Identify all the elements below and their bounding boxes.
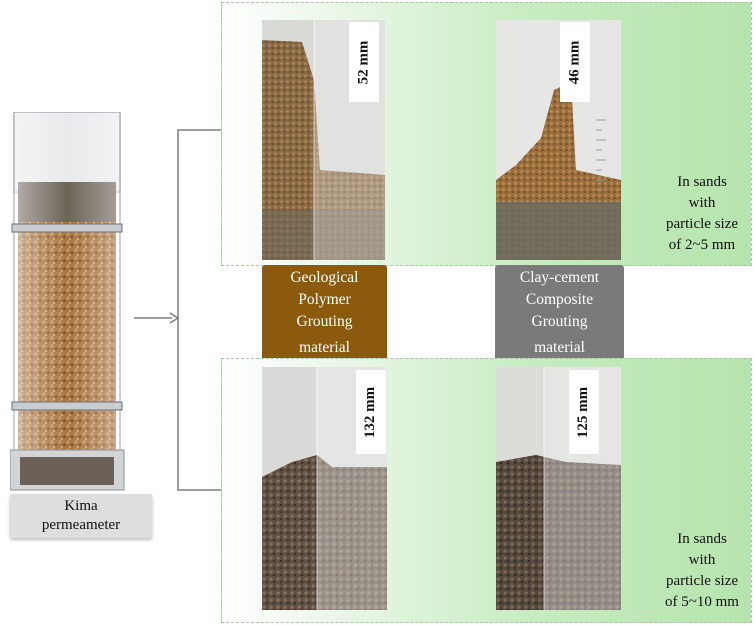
small-sand-note-line3: particle size	[665, 216, 739, 232]
cc-material-line3: Grouting	[531, 313, 588, 330]
large-sand-note-line2: with	[688, 552, 716, 568]
photo-cc-small-sand	[496, 20, 621, 260]
cc-material-line4: material	[534, 339, 585, 356]
gp-material-line3: Grouting	[296, 313, 353, 330]
gp-small-sand-scale-label: 52 mm	[349, 22, 379, 102]
large-sand-note-line3: particle size	[665, 573, 739, 589]
gp-small-sand-value: 52 mm	[355, 40, 372, 84]
large-sand-note-line1: In sands	[677, 531, 727, 547]
small-sand-note: In sands with particle size of 2~5 mm	[654, 172, 750, 256]
cc-large-sand-scale-label: 125 mm	[569, 370, 599, 454]
small-sand-note-line2: with	[688, 195, 716, 211]
permeameter-label: Kima permeameter	[10, 494, 152, 538]
permeameter-label-line1: Kima	[64, 498, 98, 514]
permeameter-photo	[9, 111, 128, 492]
cc-large-sand-value: 125 mm	[575, 386, 592, 438]
large-sand-note-line4: of 5~10 mm	[665, 594, 739, 610]
material-clay-cement: Clay-cement Composite Grouting material	[495, 265, 624, 361]
cc-small-sand-scale-label: 46 mm	[560, 22, 590, 102]
material-geological-polymer: Geological Polymer Grouting material	[262, 265, 387, 361]
large-sand-note: In sands with particle size of 5~10 mm	[654, 529, 750, 613]
cc-material-line2: Composite	[525, 291, 594, 308]
connector-bracket	[134, 128, 226, 494]
small-sand-note-line1: In sands	[677, 174, 727, 190]
gp-material-line1: Geological	[290, 269, 359, 286]
gp-large-sand-scale-label: 132 mm	[356, 370, 386, 454]
gp-material-line2: Polymer	[298, 291, 351, 308]
small-sand-note-line4: of 2~5 mm	[668, 237, 736, 253]
photo-cc-large-sand	[496, 367, 621, 610]
photo-gp-large-sand	[262, 367, 387, 610]
gp-large-sand-value: 132 mm	[362, 386, 379, 438]
photo-gp-small-sand	[262, 20, 385, 260]
cc-small-sand-value: 46 mm	[566, 40, 583, 84]
gp-material-line4: material	[299, 339, 350, 356]
cc-material-line1: Clay-cement	[519, 269, 600, 286]
permeameter-label-line2: permeameter	[41, 517, 121, 533]
